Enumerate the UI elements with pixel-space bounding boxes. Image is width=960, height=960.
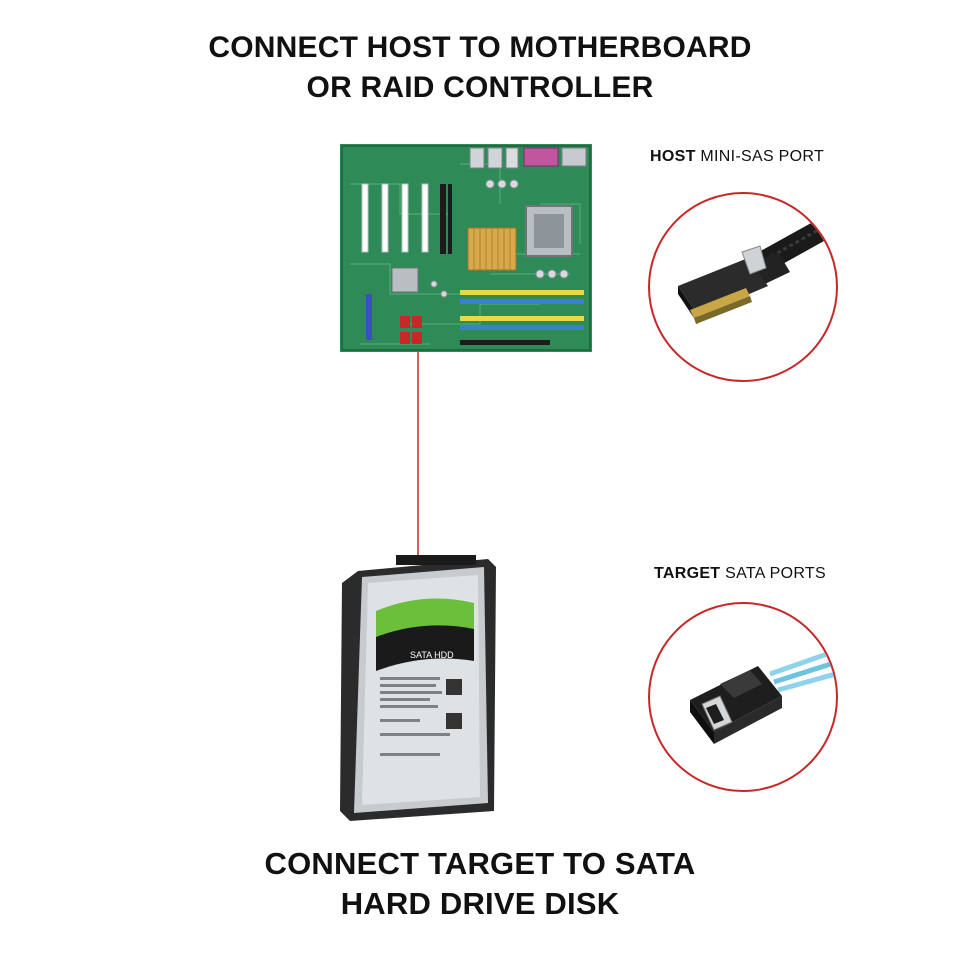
target-label-rest: SATA PORTS: [720, 565, 826, 582]
target-port-label: TARGET SATA PORTS: [654, 565, 826, 583]
motherboard-image: [340, 144, 592, 352]
bottom-heading: CONNECT TARGET TO SATA HARD DRIVE DISK: [0, 844, 960, 924]
top-heading-line1: CONNECT HOST TO MOTHERBOARD: [208, 31, 752, 64]
sata-connector-image: [690, 648, 836, 744]
host-label-bold: HOST: [650, 148, 696, 165]
top-heading: CONNECT HOST TO MOTHERBOARD OR RAID CONT…: [0, 28, 960, 108]
host-mini-sas-callout: [648, 192, 838, 382]
bottom-heading-line1: CONNECT TARGET TO SATA: [264, 846, 696, 881]
sata-hdd-image: SATA HDD: [340, 555, 496, 821]
bottom-heading-line2: HARD DRIVE DISK: [340, 886, 620, 921]
target-label-bold: TARGET: [654, 565, 721, 582]
top-heading-line2: OR RAID CONTROLLER: [306, 71, 654, 104]
target-sata-callout: [648, 602, 838, 792]
host-port-label: HOST MINI-SAS PORT: [650, 148, 824, 166]
host-label-rest: MINI-SAS PORT: [695, 148, 825, 165]
mini-sas-connector-image: [678, 209, 836, 324]
hdd-label-text: SATA HDD: [410, 650, 454, 660]
